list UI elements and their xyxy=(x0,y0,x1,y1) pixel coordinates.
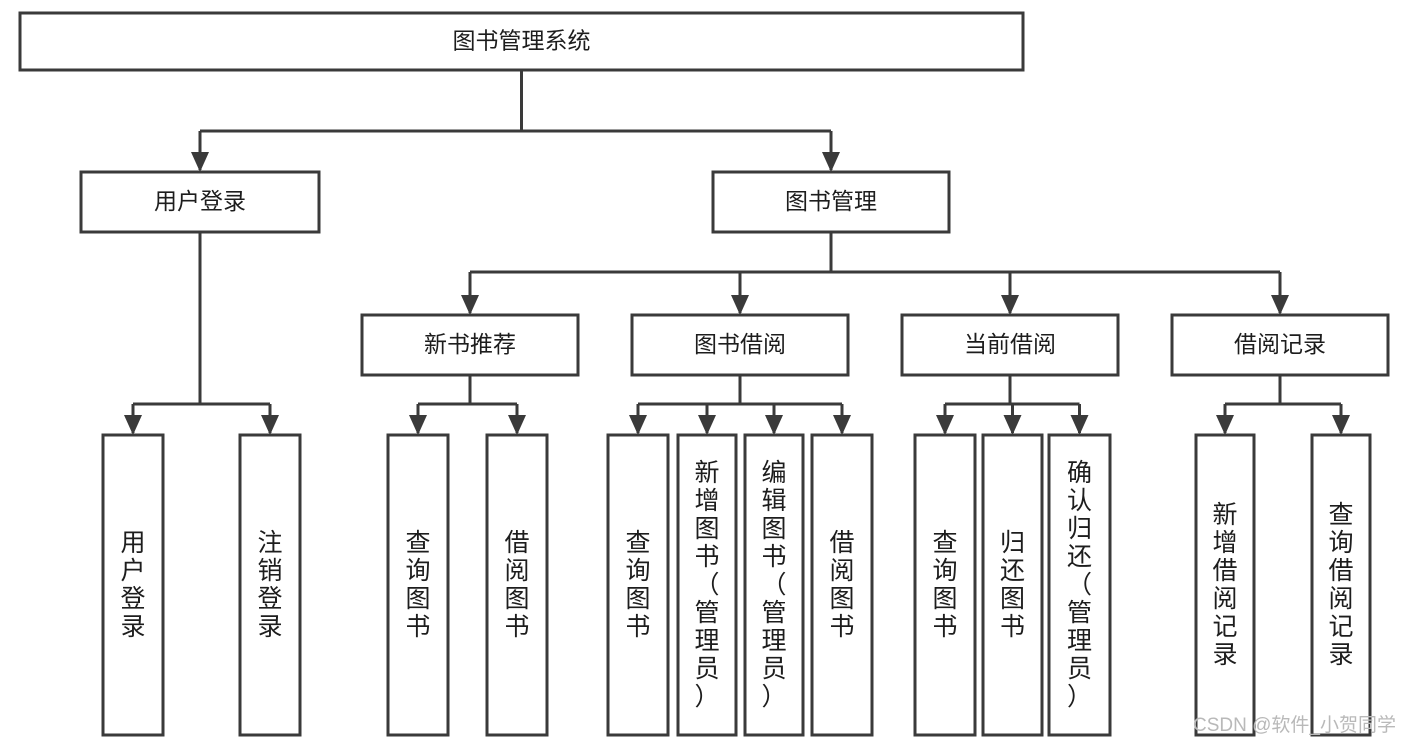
node-label-current-borrow: 当前借阅 xyxy=(964,331,1056,357)
arrow-head-book-borrow-to-leaves-3 xyxy=(833,415,851,435)
arrow-head-root-to-level1-0 xyxy=(191,152,209,172)
node-leaf-query-book-current[interactable]: 查询图书 xyxy=(913,433,977,737)
node-box-leaf-edit-book[interactable] xyxy=(743,433,805,737)
node-label-leaf-confirm-return: 确认归还（管理员） xyxy=(1067,459,1092,711)
node-box-leaf-add-book[interactable] xyxy=(676,433,738,737)
node-box-leaf-user-login[interactable] xyxy=(101,433,165,737)
node-box-book-borrow[interactable] xyxy=(630,313,850,377)
arrow-head-user-login-to-leaves-1 xyxy=(261,415,279,435)
node-label-leaf-user-login: 用户登录 xyxy=(120,529,145,641)
node-box-borrow-record[interactable] xyxy=(1170,313,1390,377)
arrow-head-bookmgmt-to-level2-2 xyxy=(1001,295,1019,315)
node-leaf-query-borrow-record[interactable]: 查询借阅记录 xyxy=(1310,433,1372,737)
arrow-head-book-borrow-to-leaves-1 xyxy=(698,415,716,435)
node-leaf-confirm-return[interactable]: 确认归还（管理员） xyxy=(1047,433,1112,737)
node-label-leaf-edit-book: 编辑图书（管理员） xyxy=(761,459,786,711)
node-label-leaf-return-book: 归还图书 xyxy=(1000,529,1025,641)
arrow-head-borrow-record-to-leaves-0 xyxy=(1216,415,1234,435)
node-box-leaf-borrow-book[interactable] xyxy=(810,433,874,737)
node-leaf-query-book-recommend[interactable]: 查询图书 xyxy=(386,433,450,737)
node-label-new-book-recommend: 新书推荐 xyxy=(424,331,516,357)
node-label-leaf-query-book-borrow: 查询图书 xyxy=(625,529,650,641)
arrow-head-new-book-recommend-to-leaves-1 xyxy=(508,415,526,435)
node-label-root: 图书管理系统 xyxy=(453,28,591,54)
node-label-leaf-add-borrow-record: 新增借阅记录 xyxy=(1212,501,1237,669)
arrow-head-current-borrow-to-leaves-1 xyxy=(1003,415,1022,435)
node-box-leaf-query-book-current[interactable] xyxy=(913,433,977,737)
node-label-book-borrow: 图书借阅 xyxy=(694,331,786,357)
node-label-leaf-borrow-book-recommend: 借阅图书 xyxy=(504,529,529,641)
node-box-leaf-add-borrow-record[interactable] xyxy=(1194,433,1256,737)
node-leaf-borrow-book-recommend[interactable]: 借阅图书 xyxy=(485,433,549,737)
arrow-head-current-borrow-to-leaves-2 xyxy=(1070,415,1089,435)
node-box-root[interactable] xyxy=(18,11,1025,72)
node-book-borrow[interactable]: 图书借阅 xyxy=(630,313,850,377)
arrow-head-borrow-record-to-leaves-1 xyxy=(1332,415,1350,435)
csdn-watermark: CSDN @软件_小贺同学 xyxy=(1193,714,1396,736)
node-label-leaf-user-logout: 注销登录 xyxy=(257,529,282,641)
arrow-head-user-login-to-leaves-0 xyxy=(124,415,142,435)
arrow-head-root-to-level1-1 xyxy=(822,152,840,172)
node-box-leaf-borrow-book-recommend[interactable] xyxy=(485,433,549,737)
node-root[interactable]: 图书管理系统 xyxy=(18,11,1025,72)
node-leaf-return-book[interactable]: 归还图书 xyxy=(981,433,1044,737)
node-current-borrow[interactable]: 当前借阅 xyxy=(900,313,1120,377)
node-box-user-login[interactable] xyxy=(79,170,321,234)
node-box-leaf-user-logout[interactable] xyxy=(238,433,302,737)
node-box-leaf-query-borrow-record[interactable] xyxy=(1310,433,1372,737)
node-leaf-add-book[interactable]: 新增图书（管理员） xyxy=(676,433,738,737)
node-borrow-record[interactable]: 借阅记录 xyxy=(1170,313,1390,377)
arrow-head-current-borrow-to-leaves-0 xyxy=(936,415,954,435)
node-label-book-management: 图书管理 xyxy=(785,188,877,214)
connectors-layer xyxy=(124,70,1350,435)
node-leaf-query-book-borrow[interactable]: 查询图书 xyxy=(606,433,670,737)
node-book-management[interactable]: 图书管理 xyxy=(711,170,951,234)
arrow-head-bookmgmt-to-level2-1 xyxy=(731,295,749,315)
node-label-leaf-query-borrow-record: 查询借阅记录 xyxy=(1328,501,1353,669)
node-label-leaf-query-book-current: 查询图书 xyxy=(932,529,957,641)
node-box-leaf-return-book[interactable] xyxy=(981,433,1044,737)
node-leaf-edit-book[interactable]: 编辑图书（管理员） xyxy=(743,433,805,737)
boxes-layer: 图书管理系统用户登录图书管理新书推荐图书借阅当前借阅借阅记录用户登录注销登录查询… xyxy=(18,11,1390,737)
node-label-leaf-add-book: 新增图书（管理员） xyxy=(694,459,719,711)
node-label-leaf-borrow-book: 借阅图书 xyxy=(829,529,854,641)
arrow-head-book-borrow-to-leaves-2 xyxy=(765,415,783,435)
node-box-leaf-query-book-recommend[interactable] xyxy=(386,433,450,737)
node-leaf-user-logout[interactable]: 注销登录 xyxy=(238,433,302,737)
node-leaf-borrow-book[interactable]: 借阅图书 xyxy=(810,433,874,737)
node-leaf-user-login[interactable]: 用户登录 xyxy=(101,433,165,737)
node-box-current-borrow[interactable] xyxy=(900,313,1120,377)
node-new-book-recommend[interactable]: 新书推荐 xyxy=(360,313,580,377)
node-label-borrow-record: 借阅记录 xyxy=(1234,331,1326,357)
arrow-head-bookmgmt-to-level2-0 xyxy=(461,295,479,315)
node-label-leaf-query-book-recommend: 查询图书 xyxy=(405,529,430,641)
node-label-user-login: 用户登录 xyxy=(154,188,246,214)
node-user-login[interactable]: 用户登录 xyxy=(79,170,321,234)
node-box-leaf-confirm-return[interactable] xyxy=(1047,433,1112,737)
arrow-head-bookmgmt-to-level2-3 xyxy=(1271,295,1289,315)
node-box-leaf-query-book-borrow[interactable] xyxy=(606,433,670,737)
arrow-head-book-borrow-to-leaves-0 xyxy=(629,415,647,435)
node-box-new-book-recommend[interactable] xyxy=(360,313,580,377)
node-leaf-add-borrow-record[interactable]: 新增借阅记录 xyxy=(1194,433,1256,737)
arrow-head-new-book-recommend-to-leaves-0 xyxy=(409,415,427,435)
node-box-book-management[interactable] xyxy=(711,170,951,234)
